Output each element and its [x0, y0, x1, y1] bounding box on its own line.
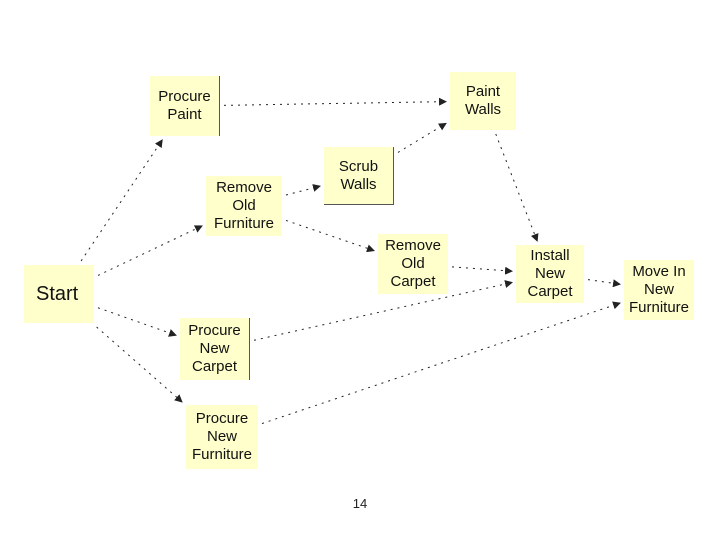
node-label-line: Carpet [527, 283, 573, 300]
node-label-line: Scrub [338, 157, 379, 175]
edge-remove-old-furniture-to-scrub-walls [285, 184, 321, 196]
edge-remove-old-carpet-to-install-new-carpet [451, 266, 513, 275]
edge-scrub-walls-to-paint-walls [397, 122, 447, 153]
node-label-line: Carpet [390, 273, 436, 290]
node-label-line: Procure [158, 88, 211, 105]
edge-procure-new-furniture-to-move-in-new-furniture [261, 301, 621, 425]
node-label-line: Old [232, 197, 256, 214]
node-label-line: Carpet [191, 358, 238, 375]
edge-procure-paint-to-paint-walls [223, 97, 447, 106]
node-label-line: New [206, 428, 237, 445]
edge-start-to-remove-old-furniture [97, 225, 203, 276]
node-label-line: Remove [216, 179, 272, 196]
edge-start-to-procure-new-furniture [96, 326, 183, 403]
edge-install-new-carpet-to-move-in-new-furniture [587, 279, 621, 288]
page-number: 14 [352, 496, 368, 511]
node-label-line: Walls [464, 101, 502, 118]
node-label-line: Paint [167, 106, 202, 123]
node-label-line: New [199, 340, 230, 357]
node-label-line: Furniture [628, 299, 690, 316]
edge-start-to-procure-paint [80, 139, 163, 262]
node-start: Start [24, 265, 94, 323]
node-label-line: Furniture [191, 446, 253, 463]
node-label-line: Procure [188, 322, 241, 339]
node-label-line: Start [36, 283, 79, 305]
node-label-line: Old [401, 255, 425, 272]
edge-paint-walls-to-install-new-carpet [495, 133, 539, 242]
node-label-line: Walls [340, 175, 377, 193]
node-label-line: Move In [632, 263, 686, 280]
node-label-line: New [534, 265, 565, 282]
edge-remove-old-furniture-to-remove-old-carpet [285, 219, 375, 253]
node-label-line: Install [530, 247, 570, 264]
node-label-line: New [643, 281, 674, 298]
edge-start-to-procure-new-carpet [97, 307, 177, 337]
node-label-line: Furniture [213, 215, 275, 232]
node-label-line: Paint [465, 83, 501, 100]
node-label-line: Remove [385, 237, 441, 254]
node-label-line: Procure [195, 410, 249, 427]
